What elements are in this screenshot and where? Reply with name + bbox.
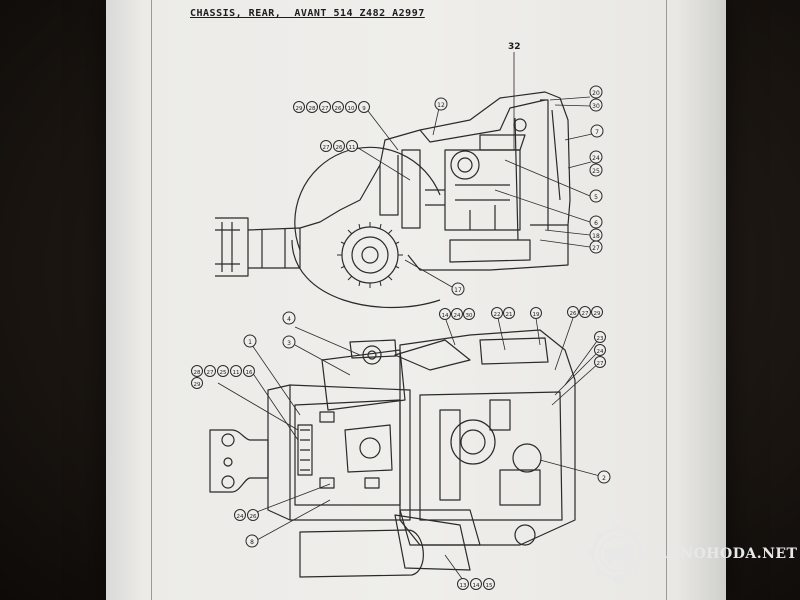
callout-4: 4 — [287, 316, 291, 323]
callout-27: 27 — [597, 361, 604, 367]
callout-18: 18 — [592, 233, 600, 240]
callout-17: 17 — [454, 287, 462, 294]
callout-29: 29 — [194, 382, 201, 388]
callout-14: 14 — [442, 313, 449, 319]
callout-23: 23 — [597, 336, 604, 342]
side-view-drawing — [215, 52, 593, 309]
callout-27: 27 — [207, 370, 214, 376]
callout-14: 14 — [473, 583, 480, 589]
callout-24: 24 — [597, 349, 604, 355]
callout-1: 1 — [248, 339, 252, 346]
callout-29: 29 — [594, 311, 601, 317]
callout-27: 27 — [322, 106, 329, 112]
callout-25: 25 — [592, 168, 600, 175]
callout-27: 27 — [592, 245, 600, 252]
callout-21: 21 — [506, 312, 513, 318]
callout-27: 27 — [582, 311, 589, 317]
callout-10: 10 — [348, 106, 355, 112]
callout-11: 11 — [349, 145, 356, 151]
callout-20: 20 — [592, 90, 600, 97]
callout-24: 24 — [592, 155, 600, 162]
callout-26: 26 — [335, 106, 342, 112]
callout-6: 6 — [594, 220, 598, 227]
callout-16: 16 — [246, 370, 253, 376]
callout-markers: 32 20 30 7 24 25 5 6 18 27 12 17 29 28 2… — [191, 42, 611, 590]
callout-15: 15 — [486, 583, 493, 589]
callout-5: 5 — [594, 194, 598, 201]
callout-32: 32 — [508, 42, 521, 52]
callout-24: 24 — [454, 313, 461, 319]
callout-12: 12 — [437, 102, 445, 109]
callout-24: 24 — [237, 514, 244, 520]
callout-7: 7 — [595, 129, 599, 136]
page-frame — [151, 0, 667, 600]
callout-26: 26 — [336, 145, 343, 151]
callout-11: 11 — [233, 370, 240, 376]
callout-25: 25 — [220, 370, 227, 376]
callout-26: 26 — [570, 311, 577, 317]
callout-28: 28 — [194, 370, 201, 376]
parts-diagram-page — [106, 0, 726, 600]
watermark-text: LUNOHODA.NET — [658, 546, 798, 562]
plan-view-drawing — [209, 317, 601, 581]
callout-28: 28 — [309, 106, 316, 112]
callout-13: 13 — [460, 583, 467, 589]
callout-8: 8 — [250, 539, 254, 546]
callout-9: 9 — [362, 106, 366, 112]
callout-27: 27 — [323, 145, 330, 151]
page-title: CHASSIS, REAR, AVANT 514 Z482 A2997 — [190, 8, 425, 19]
callout-3: 3 — [287, 340, 291, 347]
callout-30: 30 — [466, 313, 473, 319]
callout-22: 22 — [494, 312, 501, 318]
callout-30: 30 — [592, 103, 600, 110]
callout-19: 19 — [533, 312, 540, 318]
callout-29: 29 — [296, 106, 303, 112]
callout-2: 2 — [602, 475, 606, 482]
callout-26: 26 — [250, 514, 257, 520]
truck-gear-logo-icon — [588, 525, 646, 583]
